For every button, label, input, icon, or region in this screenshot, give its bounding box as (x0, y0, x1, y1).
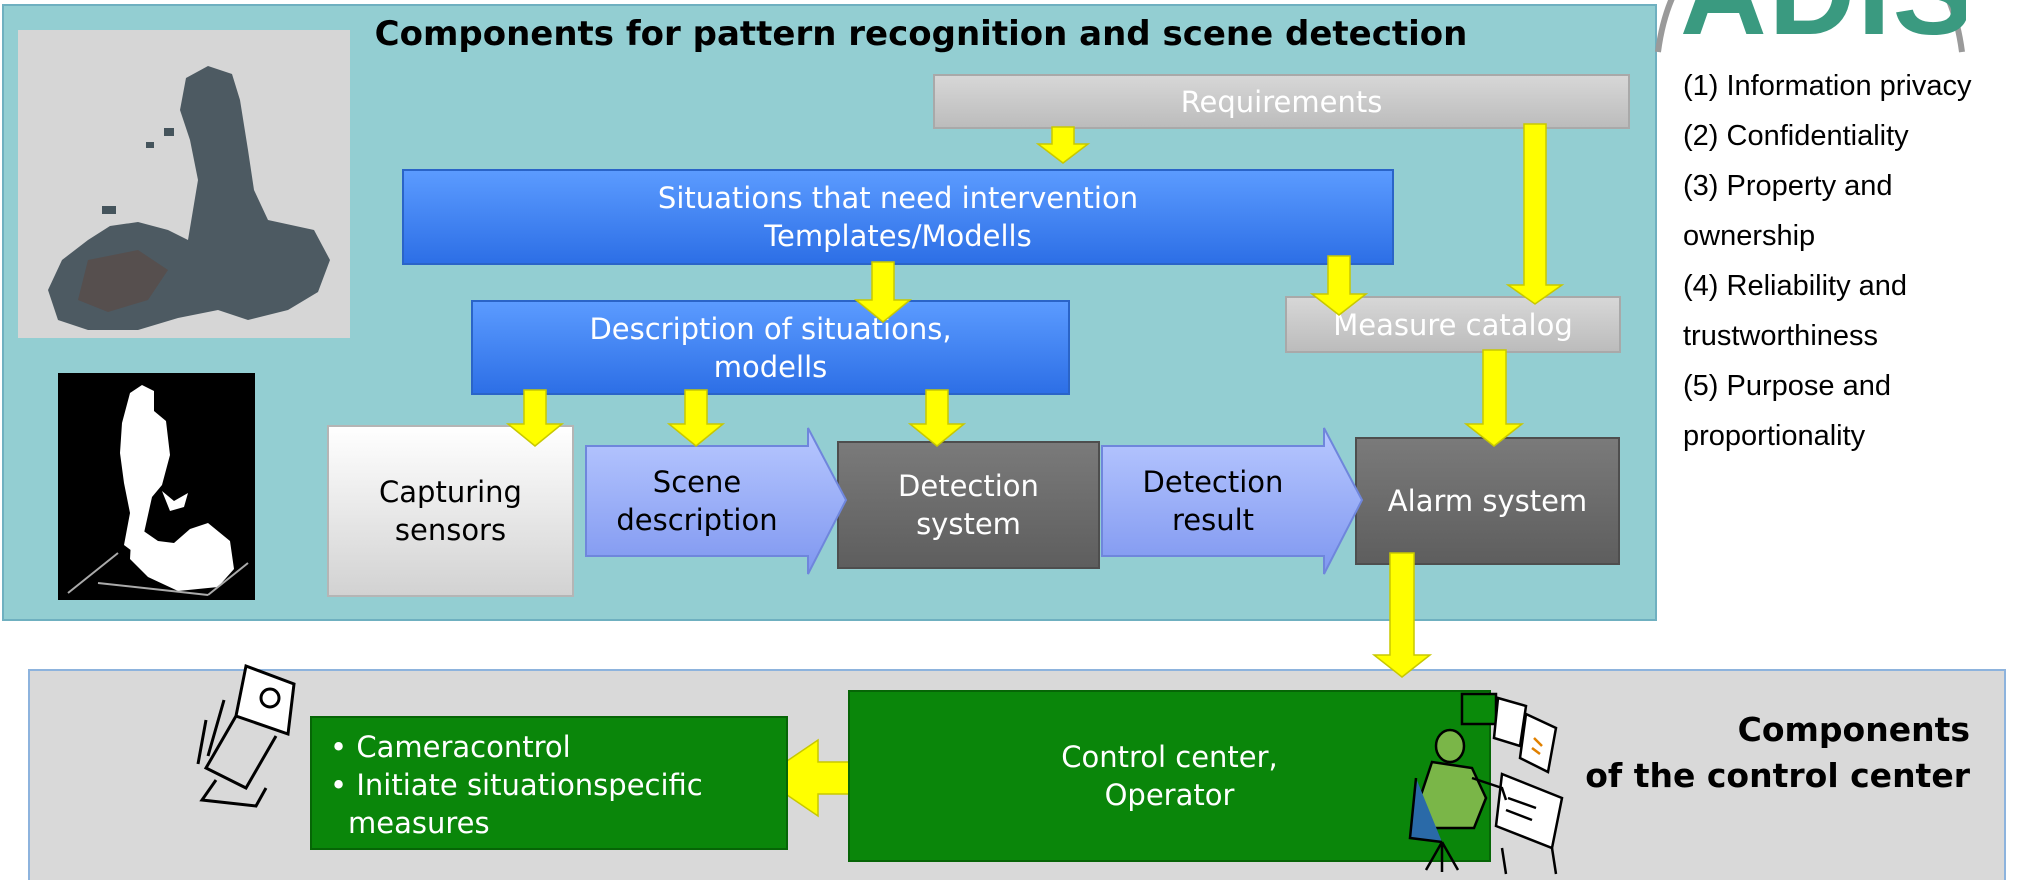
legend-item-4-cont: trustworthiness (1683, 320, 1879, 352)
alarm-system-box: Alarm system (1355, 437, 1620, 565)
situations-label: Situations that need intervention Templa… (657, 181, 1139, 253)
capturing-sensors-box: Capturing sensors (327, 425, 574, 597)
legend-item-5: (5) Purpose and (1683, 370, 1891, 402)
detection-result-label: Detection result (1142, 465, 1284, 537)
control-center-title-line1: Components (1737, 710, 1970, 749)
requirements-box: Requirements (933, 74, 1630, 129)
control-center-box: Control center, Operator (848, 690, 1491, 862)
measure-item-initiate: • Initiate situationspecific measures (330, 768, 703, 840)
detection-system-box: Detection system (837, 441, 1100, 569)
measure-item-camera: • Cameracontrol (330, 730, 571, 764)
description-box: Description of situations, modells (471, 300, 1070, 395)
measure-catalog-label: Measure catalog (1333, 307, 1573, 342)
detection-result-arrow (1101, 427, 1364, 575)
detection-system-label: Detection system (898, 469, 1039, 541)
requirements-label: Requirements (1180, 84, 1383, 119)
top-panel-title: Components for pattern recognition and s… (374, 14, 1468, 54)
control-center-title-line2: of the control center (1585, 756, 1970, 795)
camera-icon (196, 663, 296, 808)
legend-item-2: (2) Confidentiality (1683, 120, 1909, 152)
capturing-sensors-label: Capturing sensors (379, 475, 522, 547)
control-center-label: Control center, Operator (1061, 740, 1278, 812)
scene-description-arrow (585, 427, 848, 575)
situations-box: Situations that need intervention Templa… (402, 169, 1394, 265)
legend-item-5-cont: proportionality (1683, 420, 1866, 452)
scene-image-blob (48, 66, 330, 330)
legend-item-3: (3) Property and (1683, 170, 1893, 202)
legend-item-1: (1) Information privacy (1683, 70, 1972, 102)
measure-catalog-box: Measure catalog (1285, 296, 1621, 353)
silhouette-image-shape (67, 385, 249, 596)
scene-description-label: Scene description (616, 465, 778, 537)
adis-logo: ADIS (1654, 0, 1966, 54)
operator-icon (1408, 692, 1564, 875)
legend-item-3-cont: ownership (1683, 220, 1816, 252)
silhouette-image (58, 373, 255, 600)
description-label: Description of situations, modells (589, 311, 952, 384)
measures-box: • Cameracontrol • Initiate situationspec… (310, 716, 788, 850)
legend-item-4: (4) Reliability and (1683, 270, 1908, 302)
alarm-system-label: Alarm system (1387, 484, 1588, 518)
scene-image (18, 30, 350, 338)
adis-logo-graphic (1655, 0, 1965, 53)
adis-logo-text: ADIS (1680, 0, 1966, 54)
control-center-title: Components of the control center (1585, 707, 1970, 799)
